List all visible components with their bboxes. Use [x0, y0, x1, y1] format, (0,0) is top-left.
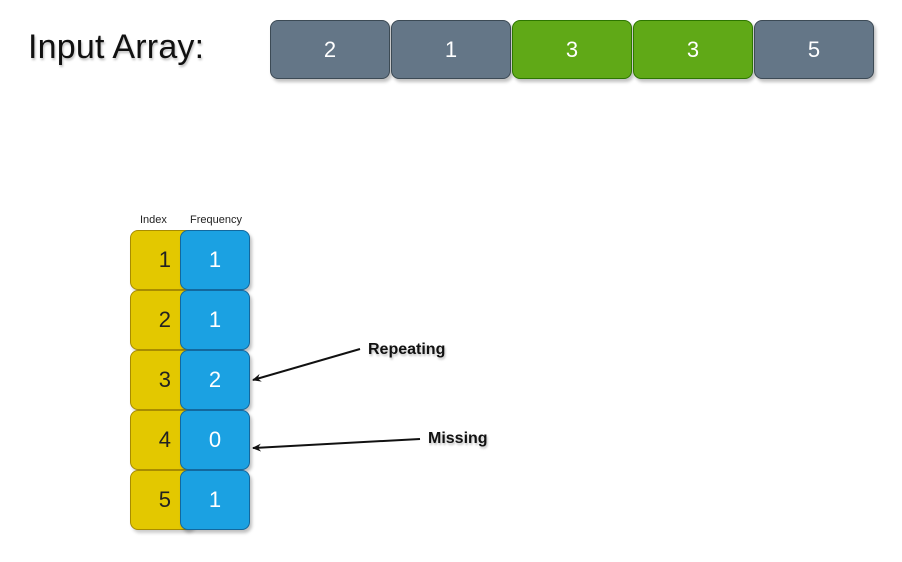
table-row: 2 1: [130, 290, 252, 350]
array-cell-4: 5: [754, 20, 874, 79]
input-array-title: Input Array:: [28, 28, 205, 66]
missing-arrow: [252, 438, 421, 452]
frequency-cell: 1: [180, 470, 250, 530]
table-row: 4 0: [130, 410, 252, 470]
index-header: Index: [140, 214, 167, 226]
array-cell-0: 2: [270, 20, 390, 79]
frequency-cell: 0: [180, 410, 250, 470]
frequency-table: Index Frequency 1 1 2 1 3 2 4 0 5 1: [130, 213, 252, 530]
frequency-cell: 1: [180, 230, 250, 290]
frequency-cell: 2: [180, 350, 250, 410]
frequency-header: Frequency: [190, 214, 242, 226]
table-row: 5 1: [130, 470, 252, 530]
array-cell-1: 1: [391, 20, 511, 79]
frequency-cell: 1: [180, 290, 250, 350]
input-array: 2 1 3 3 5: [270, 20, 875, 79]
repeating-label: Repeating: [368, 341, 446, 358]
array-cell-3: 3: [633, 20, 753, 79]
table-row: 3 2: [130, 350, 252, 410]
array-cell-2: 3: [512, 20, 632, 79]
missing-label: Missing: [428, 430, 488, 447]
table-row: 1 1: [130, 230, 252, 290]
table-headers: Index Frequency: [130, 213, 252, 230]
repeating-arrow: [252, 348, 361, 382]
